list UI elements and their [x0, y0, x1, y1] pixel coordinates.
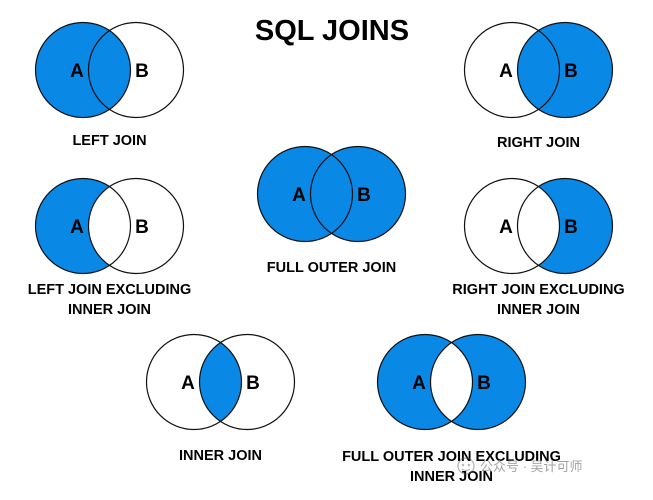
inner-join-circle-a — [145, 333, 243, 431]
full-outer-join-circle-b — [309, 145, 407, 243]
right-join-diagram: A B RIGHT JOIN — [463, 21, 614, 151]
left-join-caption: LEFT JOIN — [72, 133, 146, 149]
set-a-label: A — [499, 61, 513, 82]
set-a-label: A — [181, 373, 195, 394]
inner-join-caption: INNER JOIN — [179, 448, 262, 464]
full-outer-join-excluding-inner-join-region-b-only — [451, 334, 526, 430]
full-outer-join-caption: FULL OUTER JOIN — [267, 260, 396, 276]
right-join-excluding-inner-join-circle-a — [463, 177, 561, 275]
right-join-excluding-inner-join-caption: RIGHT JOIN EXCLUDING — [452, 282, 624, 298]
full-outer-join-diagram: A B FULL OUTER JOIN — [256, 145, 407, 276]
watermark-text: 公众号 · 吴计可师 — [480, 459, 583, 474]
watermark: 公众号 · 吴计可师 — [457, 457, 583, 475]
full-outer-join-region-b-only — [331, 146, 406, 242]
left-join-circle-b — [87, 21, 185, 119]
full-outer-join-excluding-inner-join-caption: FULL OUTER JOIN EXCLUDING — [342, 449, 561, 465]
right-join-circle-b — [516, 21, 614, 119]
right-join-excluding-inner-join-region-b-only — [538, 178, 613, 274]
set-b-label: B — [135, 61, 149, 82]
inner-join-region-overlap — [199, 342, 242, 422]
set-b-label: B — [135, 217, 149, 238]
set-b-label: B — [357, 185, 371, 206]
set-b-label: B — [564, 217, 578, 238]
left-join-excluding-inner-join-circle-a — [34, 177, 132, 275]
right-join-circle-a — [463, 21, 561, 119]
left-join-region-overlap — [88, 30, 131, 110]
set-a-label: A — [412, 373, 426, 394]
set-a-label: A — [70, 217, 84, 238]
full-outer-join-excluding-inner-join-region-overlap — [430, 342, 473, 422]
right-join-excluding-inner-join-caption: INNER JOIN — [497, 302, 580, 318]
venn-diagrams: A B LEFT JOIN A B RIGHT JOIN A B FULL OUTER JOIN… — [28, 21, 625, 485]
left-join-excluding-inner-join-circle-b — [87, 177, 185, 275]
full-outer-join-excluding-inner-join-diagram: A B FULL OUTER JOIN EXCLUDING INNER JOIN — [342, 333, 561, 485]
set-a-label: A — [499, 217, 513, 238]
full-outer-join-circle-a — [256, 145, 354, 243]
right-join-excluding-inner-join-region-overlap — [517, 186, 560, 266]
inner-join-region-a-only — [146, 334, 221, 430]
left-join-circle-a — [34, 21, 132, 119]
right-join-region-b-only — [538, 22, 613, 118]
inner-join-circle-b — [198, 333, 296, 431]
left-join-region-a-only — [35, 22, 110, 118]
full-outer-join-region-overlap — [310, 154, 353, 234]
set-a-label: A — [70, 61, 84, 82]
left-join-diagram: A B LEFT JOIN — [34, 21, 185, 149]
left-join-excluding-inner-join-region-b-only — [109, 178, 184, 274]
left-join-excluding-inner-join-caption: INNER JOIN — [68, 302, 151, 318]
page-title: SQL JOINS — [255, 15, 409, 47]
left-join-excluding-inner-join-region-overlap — [88, 186, 131, 266]
left-join-excluding-inner-join-diagram: A B LEFT JOIN EXCLUDING INNER JOIN — [28, 177, 192, 318]
inner-join-diagram: A B INNER JOIN — [145, 333, 296, 464]
full-outer-join-excluding-inner-join-caption: INNER JOIN — [410, 469, 493, 485]
full-outer-join-excluding-inner-join-circle-a — [376, 333, 474, 431]
left-join-excluding-inner-join-caption: LEFT JOIN EXCLUDING — [28, 282, 192, 298]
right-join-region-overlap — [517, 30, 560, 110]
right-join-excluding-inner-join-diagram: A B RIGHT JOIN EXCLUDING INNER JOIN — [452, 177, 625, 318]
full-outer-join-region-a-only — [257, 146, 332, 242]
set-b-label: B — [477, 373, 491, 394]
set-b-label: B — [564, 61, 578, 82]
set-a-label: A — [292, 185, 306, 206]
set-b-label: B — [246, 373, 260, 394]
right-join-excluding-inner-join-region-a-only — [464, 178, 539, 274]
right-join-region-a-only — [464, 22, 539, 118]
full-outer-join-excluding-inner-join-region-a-only — [377, 334, 452, 430]
left-join-region-b-only — [109, 22, 184, 118]
inner-join-region-b-only — [220, 334, 295, 430]
left-join-excluding-inner-join-region-a-only — [35, 178, 110, 274]
right-join-caption: RIGHT JOIN — [497, 135, 580, 151]
right-join-excluding-inner-join-circle-b — [516, 177, 614, 275]
wechat-official-account-icon — [457, 457, 475, 475]
full-outer-join-excluding-inner-join-circle-b — [429, 333, 527, 431]
